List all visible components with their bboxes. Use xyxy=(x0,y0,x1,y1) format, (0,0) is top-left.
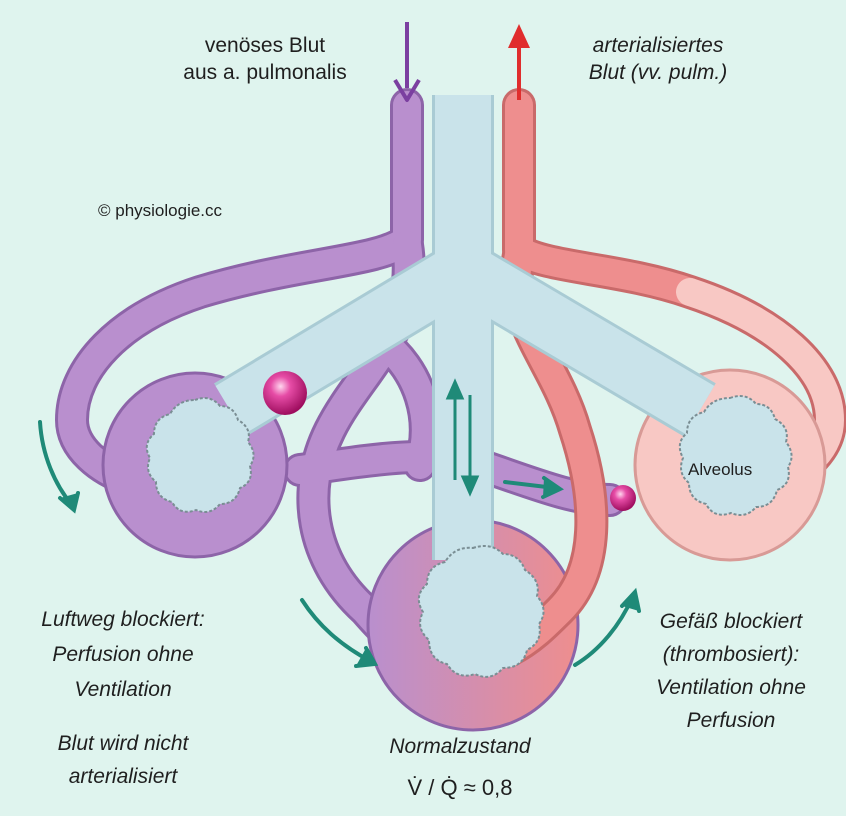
copyright-label: © physiologie.cc xyxy=(98,197,222,224)
alveolus-label: Alveolus xyxy=(688,456,752,483)
vq-ratio-label: V̇ / Q̇ ≈ 0,8 xyxy=(340,774,580,801)
left-case-line3: Ventilation xyxy=(8,676,238,703)
venous-blood-label: venöses Blut aus a. pulmonalis xyxy=(150,32,380,86)
normal-state-label: Normalzustand xyxy=(340,733,580,760)
left-case-label: Luftweg blockiert: Perfusion ohne Ventil… xyxy=(8,606,238,703)
venous-label-line1: venöses Blut xyxy=(150,32,380,59)
arterial-blood-label: arterialisiertes Blut (vv. pulm.) xyxy=(548,32,768,86)
airway-plug xyxy=(263,371,307,415)
right-case-line2: (thrombosiert): xyxy=(620,641,842,668)
vessel-thrombus xyxy=(610,485,636,511)
arterial-label-line1: arterialisiertes xyxy=(548,32,768,59)
left-case-line1: Luftweg blockiert: xyxy=(8,606,238,633)
left-case-line2: Perfusion ohne xyxy=(8,641,238,668)
right-case-line1: Gefäß blockiert xyxy=(620,608,842,635)
left-result-label: Blut wird nicht arterialisiert xyxy=(8,730,238,790)
right-case-line3: Ventilation ohne xyxy=(620,674,842,701)
arterial-label-line2: Blut (vv. pulm.) xyxy=(548,59,768,86)
right-case-line4: Perfusion xyxy=(620,707,842,734)
left-result-line1: Blut wird nicht xyxy=(8,730,238,757)
venous-label-line2: aus a. pulmonalis xyxy=(150,59,380,86)
right-case-label: Gefäß blockiert (thrombosiert): Ventilat… xyxy=(620,608,842,734)
left-result-line2: arterialisiert xyxy=(8,763,238,790)
